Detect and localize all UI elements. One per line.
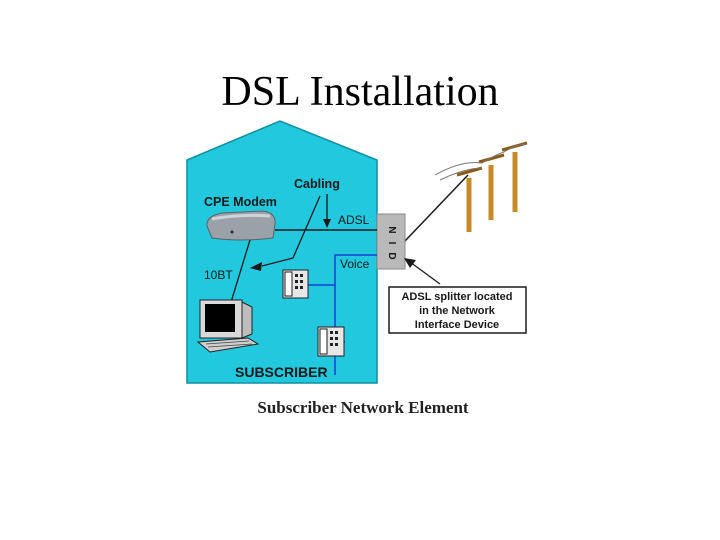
splitter-pointer [409, 261, 441, 285]
nid-letter: I [386, 242, 397, 245]
subscriber-label: SUBSCRIBER [235, 364, 328, 380]
slide-title: DSL Installation [221, 69, 499, 115]
splitter-note-line: Interface Device [415, 319, 499, 331]
tenbt-label: 10BT [204, 268, 233, 282]
nid-box [376, 213, 406, 270]
computer-icon [196, 299, 260, 353]
telephone-poles-icon [434, 141, 528, 232]
splitter-note-line: in the Network [419, 305, 496, 317]
modem-icon [206, 210, 276, 241]
tenbt-arrowhead [250, 262, 262, 271]
cabling-pointers [261, 194, 328, 267]
adsl-label: ADSL [338, 213, 370, 227]
nid-letter: N [386, 226, 397, 233]
voice-label: Voice [340, 257, 370, 271]
cabling-label: Cabling [294, 177, 340, 191]
drop-line [404, 174, 469, 242]
cabling-arrowhead [323, 219, 331, 228]
nid-letter: D [386, 252, 397, 259]
phone-icon [317, 326, 345, 357]
splitter-note-line: ADSL splitter located [401, 291, 512, 303]
splitter-note-box [388, 286, 527, 334]
splitter-arrowhead [404, 258, 416, 268]
diagram-caption: Subscriber Network Element [257, 398, 469, 417]
phone-icon [282, 269, 309, 299]
cpe-modem-label: CPE Modem [204, 195, 277, 209]
